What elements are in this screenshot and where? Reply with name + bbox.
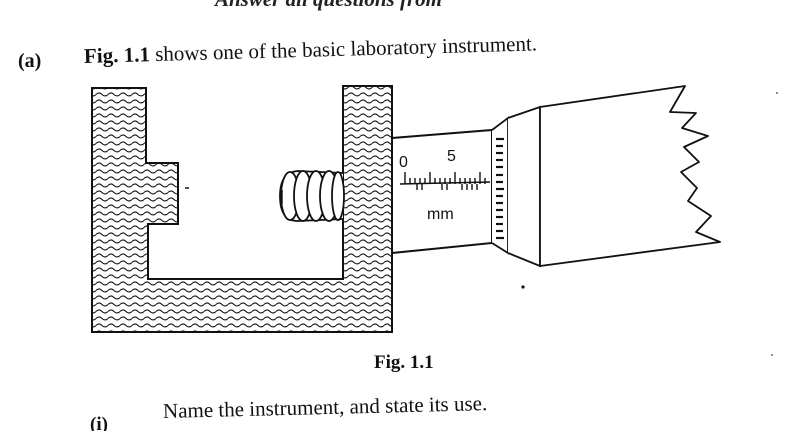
sleeve: 0 5 mm: [391, 128, 493, 255]
question-label-i: (i): [90, 414, 108, 431]
main-scale-five: 5: [447, 148, 456, 165]
figure-caption: Fig. 1.1: [374, 352, 434, 373]
main-scale-zero: 0: [399, 154, 408, 171]
main-scale-unit: mm: [427, 206, 454, 223]
spindle: [279, 170, 345, 222]
cut-off-instruction-header: Answer all questions from: [215, 0, 442, 12]
ratchet-body: [507, 85, 721, 268]
question-label-a: (a): [18, 50, 42, 72]
frame-body: [91, 85, 393, 333]
